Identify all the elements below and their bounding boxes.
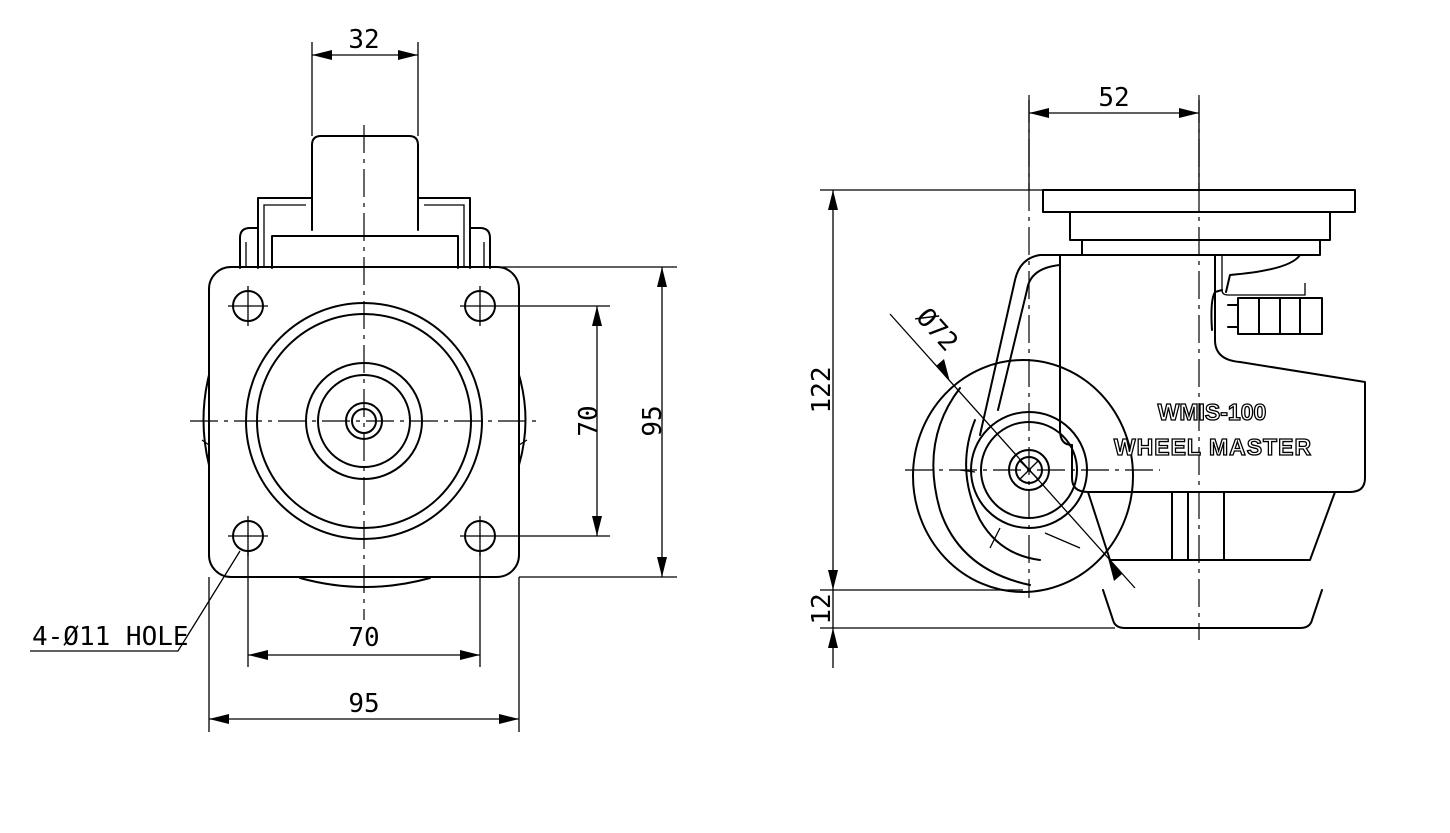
wheel-tread-left [202,374,210,466]
dim-plate-width: 95 [208,577,520,732]
wheel-tread-bottom [299,577,431,588]
side-wheel-outer [912,359,1134,593]
dim-lift-text: 12 [807,593,837,624]
dim-plate-height: 95 [490,266,677,578]
dim-stem-width: 32 [311,25,419,136]
dim-wheel-diameter: Ø72 [889,303,1136,589]
model-label: WMIS-100 [1158,399,1267,425]
side-foot [1087,491,1336,561]
dim-lift: 12 [807,590,1115,668]
hole-note: 4-Ø11 HOLE [30,550,241,652]
dim-bolt-spacing-vertical: 70 [500,305,610,537]
side-view: 52 122 12 Ø72 WMIS-100 WHEEL MASTER [807,83,1366,668]
dim-height-text: 122 [807,367,837,414]
upper-body [257,197,471,269]
dim-wheel-diameter-text: Ø72 [910,303,964,358]
bolt-holes [228,286,500,556]
dim-stem-width-text: 32 [348,25,379,55]
dim-offset: 52 [1028,83,1200,190]
wheel-tread-right [518,374,527,466]
front-view: 32 70 95 70 95 4-Ø11 HOLE [30,25,677,732]
adjuster-knob [1227,297,1323,335]
side-bracket [979,254,1061,436]
dim-bolt-spacing-horizontal-text: 70 [348,623,379,653]
stem [311,135,419,231]
hole-note-text: 4-Ø11 HOLE [32,622,189,652]
dim-plate-width-text: 95 [348,689,379,719]
dim-bolt-spacing-vertical-text: 70 [574,405,604,436]
dim-offset-text: 52 [1098,83,1129,113]
brand-label: WHEEL MASTER [1114,434,1312,460]
side-body [1059,254,1366,493]
dim-bolt-spacing-horizontal: 70 [247,551,481,667]
dim-height: 122 [807,189,1043,591]
dim-plate-height-text: 95 [638,405,668,436]
